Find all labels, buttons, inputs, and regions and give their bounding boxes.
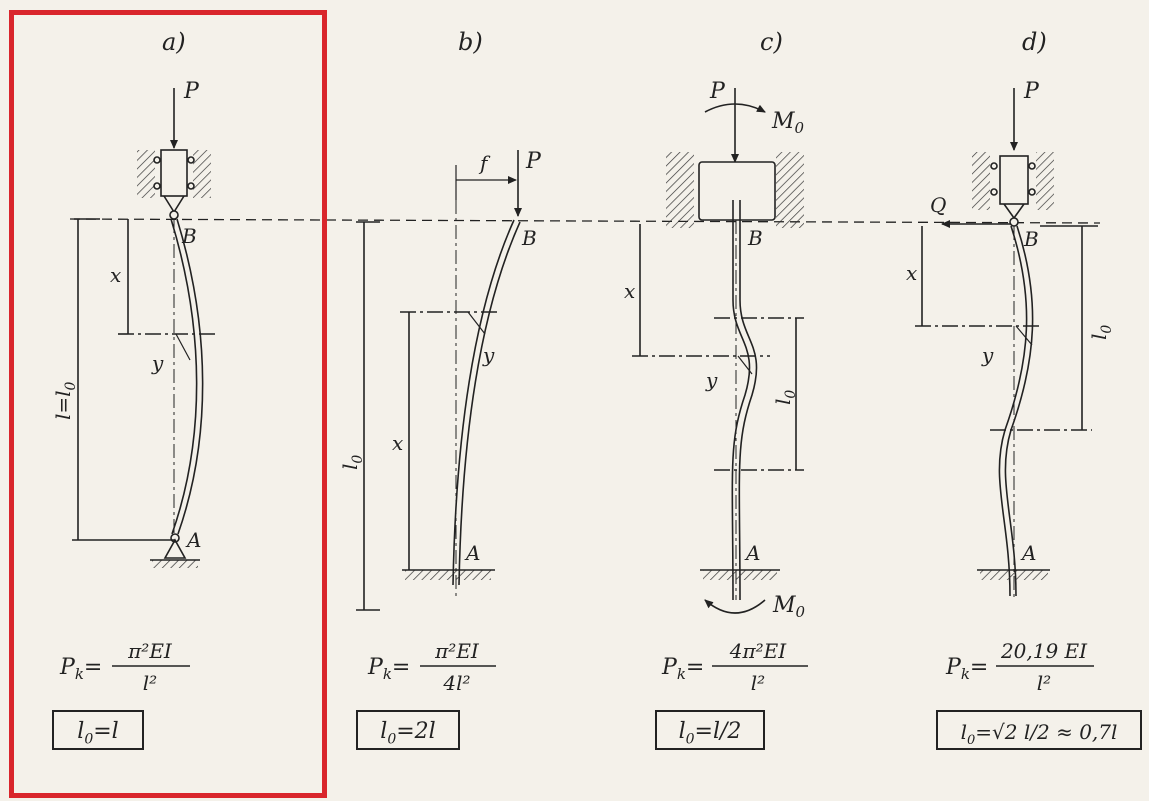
- column-a: [170, 218, 198, 535]
- formula-d: Pk= 20,19 EI l²: [945, 639, 1094, 695]
- moment-top-label-c: M0: [771, 109, 805, 137]
- x-label-c: x: [624, 279, 635, 303]
- ground-c: [703, 570, 777, 580]
- moment-bottom-label-c: M0: [772, 593, 806, 621]
- ground-b: [405, 570, 491, 580]
- column-b: [452, 219, 515, 586]
- case-label-a: a): [162, 28, 186, 56]
- result-box-b: l0=2l: [356, 710, 460, 750]
- x-label-b: x: [392, 431, 403, 455]
- case-label-b: b): [458, 28, 483, 56]
- slider-block-d: [999, 155, 1029, 205]
- svg-text:l²: l²: [143, 671, 157, 695]
- svg-text:l²: l²: [1037, 671, 1051, 695]
- svg-text:4π²EI: 4π²EI: [729, 639, 787, 663]
- formula-a: Pk= π²EI l²: [59, 639, 190, 695]
- shear-label-d: Q: [930, 193, 946, 217]
- moment-arc-bottom-c: [704, 599, 766, 614]
- guide-hatch-left-a: [137, 150, 155, 198]
- svg-text:20,19 EI: 20,19 EI: [1000, 639, 1088, 663]
- slider-block-a: [160, 149, 188, 197]
- guide-hatch-right-a: [193, 150, 211, 198]
- case-label-d: d): [1022, 28, 1047, 56]
- svg-text:π²EI: π²EI: [434, 639, 480, 663]
- load-label-b: P: [525, 149, 542, 174]
- result-box-d: l0=√2 l/2 ≈ 0,7l: [936, 710, 1142, 750]
- result-box-a: l0=l: [52, 710, 144, 750]
- datum-line: [69, 218, 1101, 224]
- guide-hatch-right-c: [776, 152, 804, 228]
- point-b-label-b: B: [521, 226, 537, 250]
- highlight-frame: [9, 10, 327, 798]
- svg-text:Pk=: Pk=: [945, 655, 988, 683]
- case-b: [356, 150, 522, 611]
- point-a-label-d: A: [1020, 541, 1036, 565]
- point-b-label-a: B: [181, 224, 197, 248]
- guide-hatch-left-c: [666, 152, 694, 228]
- svg-text:Pk=: Pk=: [59, 655, 102, 683]
- pin-b-d: [1009, 217, 1019, 227]
- moment-arc-top-c: [704, 103, 766, 113]
- guide-hatch-right-d: [1036, 152, 1054, 210]
- clamp-block-c: [698, 161, 776, 221]
- svg-text:4l²: 4l²: [442, 671, 470, 695]
- formula-c: Pk= 4π²EI l²: [661, 639, 808, 695]
- offset-label-b: f: [478, 151, 491, 175]
- svg-text:Pk=: Pk=: [367, 655, 410, 683]
- load-label-d: P: [1023, 79, 1040, 104]
- y-label-a: y: [151, 351, 164, 375]
- length-label-c: l0: [771, 390, 799, 405]
- load-label-a: P: [183, 79, 200, 104]
- length-label-b: l0: [338, 455, 366, 470]
- point-a-label-a: A: [185, 528, 201, 552]
- formula-b: Pk= π²EI 4l²: [367, 639, 496, 695]
- y-label-d: y: [981, 343, 994, 367]
- point-a-label-b: A: [464, 541, 480, 565]
- ground-d: [980, 570, 1048, 580]
- column-c: [731, 200, 751, 601]
- result-box-c: l0=l/2: [655, 710, 765, 750]
- case-label-c: c): [760, 28, 783, 56]
- load-label-c: P: [709, 79, 726, 104]
- point-b-label-c: B: [747, 226, 763, 250]
- x-label-a: x: [110, 263, 121, 287]
- y-label-c: y: [705, 368, 718, 392]
- x-label-d: x: [906, 261, 917, 285]
- y-label-b: y: [482, 343, 495, 367]
- length-label-a: l=l0: [51, 381, 79, 420]
- svg-text:π²EI: π²EI: [127, 639, 173, 663]
- case-a: [72, 88, 215, 568]
- svg-text:l²: l²: [751, 671, 765, 695]
- guide-hatch-left-d: [972, 152, 990, 210]
- svg-text:Pk=: Pk=: [661, 655, 704, 683]
- length-label-d: l0: [1087, 325, 1115, 340]
- case-c: [632, 88, 804, 614]
- ground-a: [152, 560, 198, 568]
- case-d: [915, 88, 1098, 600]
- point-a-label-c: A: [744, 541, 760, 565]
- point-b-label-d: B: [1023, 227, 1039, 251]
